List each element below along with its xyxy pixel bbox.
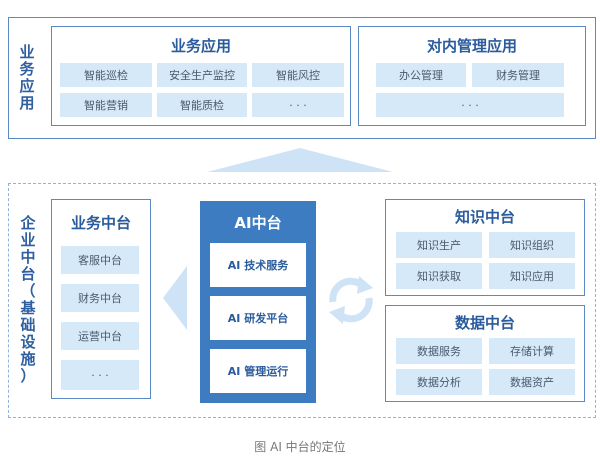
business-platform-item: 客服中台 — [61, 246, 139, 274]
knowledge-platform-item: 知识应用 — [489, 263, 575, 289]
ai-platform-item: AI 管理运行 — [210, 349, 306, 393]
business-platform-item: 运营中台 — [61, 322, 139, 350]
business-app-item: 智能巡检 — [60, 63, 152, 87]
business-app-item: 智能风控 — [252, 63, 344, 87]
business-platform-item: · · · — [61, 360, 139, 390]
business-app-item: 安全生产监控 — [157, 63, 247, 87]
internal-app-item: · · · — [376, 93, 564, 117]
data-platform-item: 数据分析 — [396, 369, 482, 395]
knowledge-platform-item: 知识获取 — [396, 263, 482, 289]
business-app-item: 智能营销 — [60, 93, 152, 117]
ai-platform-item: AI 技术服务 — [210, 243, 306, 287]
upward-arrow-icon — [207, 148, 393, 172]
data-platform-item: 数据服务 — [396, 338, 482, 364]
business-apps-title: 业务应用 — [170, 37, 231, 55]
business-layer-label: 业 务 应 用 — [19, 43, 35, 112]
exchange-cycle-icon — [329, 276, 373, 324]
data-platform-item: 数据资产 — [489, 369, 575, 395]
internal-app-item: 办公管理 — [376, 63, 466, 87]
business-platform-title: 业务中台 — [70, 214, 131, 232]
data-platform-title: 数据中台 — [454, 314, 515, 332]
business-app-item: 智能质检 — [157, 93, 247, 117]
internal-apps-title: 对内管理应用 — [426, 37, 517, 55]
business-platform-item: 财务中台 — [61, 284, 139, 312]
left-arrow-icon — [163, 266, 187, 330]
knowledge-platform-item: 知识生产 — [396, 232, 482, 258]
internal-app-item: 财务管理 — [472, 63, 564, 87]
figure-caption: 图 AI 中台的定位 — [254, 440, 346, 454]
knowledge-platform-title: 知识中台 — [454, 208, 515, 226]
knowledge-platform-item: 知识组织 — [489, 232, 575, 258]
ai-platform-item: AI 研发平台 — [210, 296, 306, 340]
enterprise-layer-label: 企 业 中 台 （ 基 础 设 施 ） — [20, 214, 36, 385]
data-platform-item: 存储计算 — [489, 338, 575, 364]
ai-platform-title: AI中台 — [234, 214, 282, 232]
business-app-item: · · · — [252, 93, 344, 117]
